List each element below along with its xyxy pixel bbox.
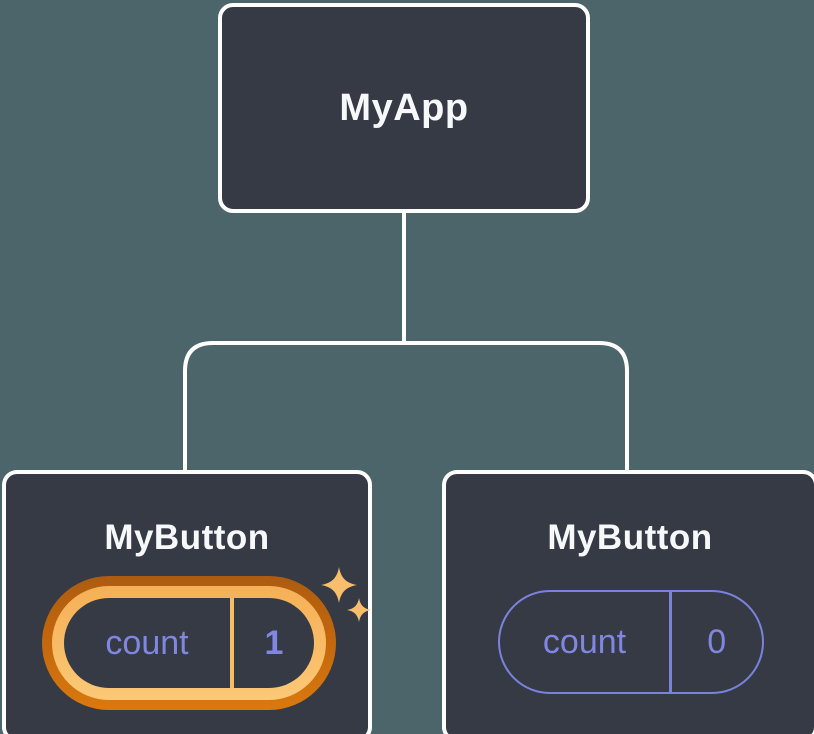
node-title: MyApp [339, 86, 469, 129]
tree-node-mybutton-right: MyButton count 0 [442, 470, 814, 734]
state-value: 0 [707, 622, 727, 661]
node-title: MyButton [547, 518, 713, 557]
node-title: MyButton [104, 518, 270, 557]
pill-divider [230, 598, 234, 688]
state-pill-highlight-ring: count 1 [52, 586, 326, 700]
state-pill-highlighted: count 1 [42, 576, 336, 710]
tree-node-mybutton-left: MyButton count 1 [2, 470, 372, 734]
pill-divider [669, 592, 672, 692]
tree-node-myapp: MyApp [218, 3, 590, 213]
sparkles-icon [321, 567, 371, 622]
state-pill-plain: count 0 [498, 590, 764, 694]
state-name: count [542, 622, 627, 661]
state-name: count [105, 623, 189, 662]
state-value: 1 [264, 623, 284, 662]
